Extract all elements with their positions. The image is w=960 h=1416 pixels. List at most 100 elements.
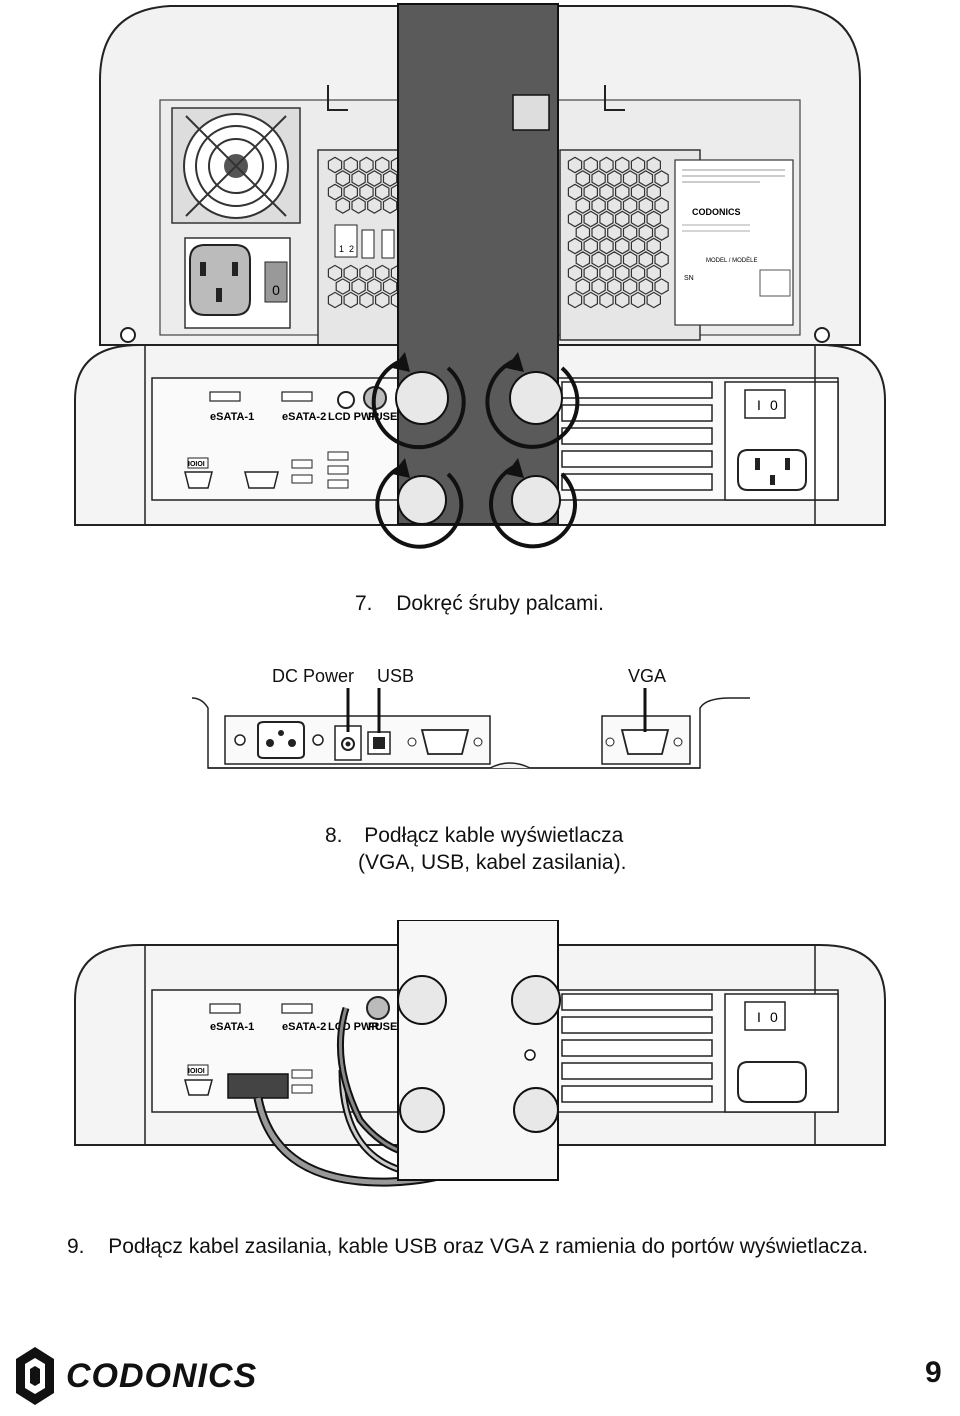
- usb-port-icon: [367, 731, 391, 755]
- vent-hex: [646, 264, 661, 282]
- vent-hex: [367, 197, 382, 214]
- vent-hex: [567, 156, 583, 174]
- label-brand: CODONICS: [692, 207, 741, 217]
- esata2-label: eSATA-2: [282, 411, 326, 423]
- vent-hex: [638, 278, 654, 295]
- vent-hex: [607, 170, 622, 187]
- vent-hex: [622, 278, 638, 295]
- vent-hex: [630, 183, 646, 201]
- vent-hex: [343, 156, 358, 174]
- vent-hex: [591, 278, 606, 295]
- vent-hex: [375, 156, 390, 174]
- svg-text:1: 1: [339, 244, 344, 254]
- vent-hex: [591, 251, 606, 268]
- vent-hex: [567, 183, 583, 201]
- codonics-logo: CODONICS: [14, 1345, 257, 1407]
- step-8-text-line1: Podłącz kable wyświetlacza: [364, 824, 624, 847]
- vent-hex: [567, 264, 583, 282]
- svg-text:0: 0: [770, 1009, 778, 1025]
- vent-hex: [359, 183, 374, 201]
- vent-hex: [567, 210, 583, 228]
- fan-grille-icon: [171, 107, 301, 224]
- lcd-pwr-label: LCD PWR: [328, 411, 379, 423]
- vent-hex: [607, 251, 622, 268]
- vent-hex: [367, 170, 382, 187]
- vent-hex: [615, 264, 630, 282]
- vent-hex: [351, 278, 366, 295]
- fuse-label: FUSE: [368, 411, 397, 423]
- vent-hex: [615, 183, 630, 201]
- step-9-caption: 9. Podłącz kabel zasilania, kable USB or…: [67, 1235, 868, 1259]
- esata2-label-fig3: eSATA-2: [282, 1021, 326, 1033]
- vent-hex: [615, 156, 630, 174]
- fuse-label-fig3: FUSE: [368, 1021, 397, 1033]
- vent-hex: [654, 251, 669, 268]
- step-8-caption: 8. Podłącz kable wyświetlacza (VGA, USB,…: [325, 822, 626, 876]
- step-7-number: 7.: [355, 592, 373, 615]
- vent-hex: [654, 224, 669, 241]
- switch-label-1: I: [757, 397, 761, 413]
- vent-hex: [591, 224, 606, 241]
- vent-hex: [375, 183, 390, 201]
- vent-hex: [351, 170, 366, 187]
- dc-power-label: DC Power: [272, 666, 355, 686]
- vent-hex: [630, 264, 646, 282]
- figure-tighten-screws: 0 1 2 CODONICS MODEL / MODÈLE SN eSATA-1…: [74, 3, 886, 549]
- vent-hex: [646, 210, 661, 228]
- vent-hex: [599, 291, 614, 309]
- vent-hex: [630, 237, 646, 255]
- esata1-label-fig3: eSATA-1: [210, 1021, 254, 1033]
- vent-hex: [615, 210, 630, 228]
- vga-label: VGA: [628, 666, 667, 686]
- vent-hex: [607, 197, 622, 214]
- vent-hex: [599, 156, 614, 174]
- vent-hex: [622, 170, 638, 187]
- thumb-screw-bottom-right: [489, 458, 577, 549]
- figure-display-ports: [191, 688, 750, 769]
- step-7-text: Dokręć śruby palcami.: [396, 592, 604, 615]
- vent-hex: [638, 197, 654, 214]
- vent-hex: [575, 197, 591, 214]
- step-7-caption: 7. Dokręć śruby palcami.: [355, 592, 604, 616]
- figure-cables-connected: eSATA-1 eSATA-2 LCD PWR FUSE IOIOI I 0: [74, 920, 886, 1187]
- vent-hex: [351, 197, 366, 214]
- label-model: MODEL / MODÈLE: [706, 257, 757, 264]
- vent-hex: [343, 264, 358, 282]
- vent-hex: [646, 183, 661, 201]
- vent-hex: [599, 264, 614, 282]
- vent-hex: [343, 183, 358, 201]
- vent-hex: [367, 278, 382, 295]
- vent-hex: [327, 183, 343, 201]
- dc-power-port-icon: [234, 721, 362, 761]
- vent-hex: [343, 291, 358, 309]
- vent-hex: [599, 237, 614, 255]
- vent-hex: [567, 291, 583, 309]
- svg-text:2: 2: [349, 244, 354, 254]
- vent-hex: [327, 156, 343, 174]
- vent-hex: [615, 291, 630, 309]
- vent-hex: [583, 237, 598, 255]
- thumb-screw-bottom-left: [375, 458, 464, 549]
- vent-hex: [630, 210, 646, 228]
- svg-text:IOIOI: IOIOI: [188, 1068, 205, 1075]
- vent-hex: [622, 197, 638, 214]
- vent-hex: [375, 291, 390, 309]
- vent-hex: [359, 156, 374, 174]
- vent-hex: [583, 291, 598, 309]
- vent-hex: [327, 291, 343, 309]
- vent-hex: [575, 224, 591, 241]
- vent-hex: [382, 278, 398, 295]
- vent-hex: [599, 210, 614, 228]
- vent-hex: [359, 291, 374, 309]
- vent-hex: [583, 156, 598, 174]
- vent-hex: [638, 251, 654, 268]
- step-9-text: Podłącz kabel zasilania, kable USB oraz …: [108, 1235, 869, 1258]
- svg-text:0: 0: [770, 397, 778, 413]
- vent-hex: [327, 264, 343, 282]
- svg-text:IOIOI: IOIOI: [188, 461, 205, 468]
- vent-hex: [583, 183, 598, 201]
- vent-hex: [335, 278, 351, 295]
- vent-hex: [591, 197, 606, 214]
- product-label: CODONICS MODEL / MODÈLE SN: [682, 169, 791, 297]
- step-8-text-line2: (VGA, USB, kabel zasilania).: [358, 851, 627, 874]
